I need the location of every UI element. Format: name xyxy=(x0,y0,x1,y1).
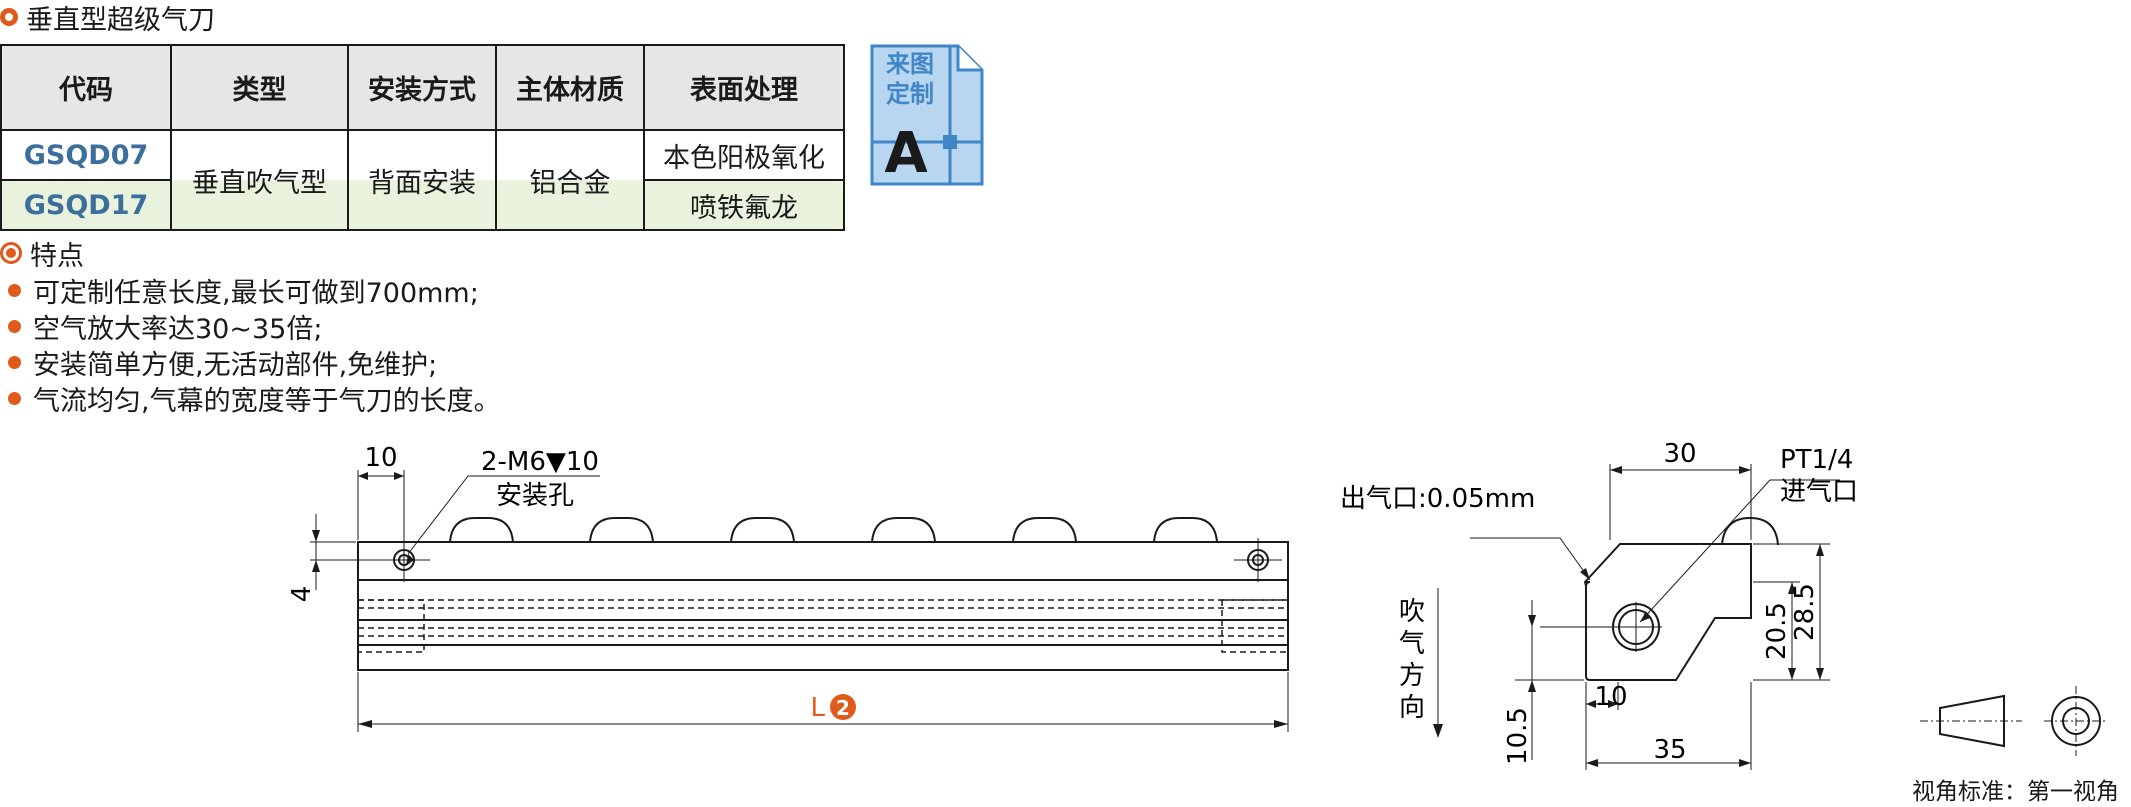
first-angle-projection-icon xyxy=(1920,686,2108,756)
outlet-label: 出气口:0.05mm xyxy=(1340,484,1535,514)
view-standard-note: 视角标准：第一视角 xyxy=(1912,779,2119,805)
hole-callout-line2: 安装孔 xyxy=(496,481,574,511)
dim-left-label: 10.5 xyxy=(1503,707,1533,765)
features-list: 可定制任意长度,最长可做到700mm; 空气放大率达30~35倍; 安装简单方便… xyxy=(0,272,501,417)
section-ring-icon xyxy=(0,8,18,26)
length-marker: 2 xyxy=(836,696,850,720)
code-cell: GSQD17 xyxy=(0,179,172,231)
badge-letter: A xyxy=(884,121,928,186)
list-item: 可定制任意长度,最长可做到700mm; xyxy=(0,272,501,309)
dim-h2-label: 28.5 xyxy=(1790,583,1820,641)
header-code: 代码 xyxy=(0,44,172,131)
dim-h1-label: 20.5 xyxy=(1762,602,1792,660)
bullet-icon xyxy=(8,283,21,297)
header-material: 主体材质 xyxy=(495,44,645,131)
bullet-icon xyxy=(8,391,21,405)
dim-top-label: 30 xyxy=(1663,440,1696,469)
surface-cell: 喷铁氟龙 xyxy=(643,179,845,231)
dim-bottom-label: 35 xyxy=(1653,735,1686,765)
feature-target-icon xyxy=(0,242,22,264)
features-heading-text: 特点 xyxy=(30,240,84,272)
dim-vertical-label: 4 xyxy=(287,586,317,603)
inlet-label-line1: PT1/4 xyxy=(1780,445,1853,475)
front-view-drawing: 10 2-M6▼10 安装孔 4 L 2 xyxy=(287,443,1289,732)
list-item: 空气放大率达30~35倍; xyxy=(0,308,501,345)
length-marker-icon xyxy=(830,694,856,720)
inlet-label-line2: 进气口 xyxy=(1780,477,1858,507)
dim-offset-label: 10 xyxy=(364,443,397,473)
hole-callout-line1: 2-M6▼10 xyxy=(481,447,599,477)
code-cell: GSQD07 xyxy=(0,129,172,181)
table-row: GSQD07 垂直吹气型 背面安装 铝合金 本色阳极氧化 xyxy=(0,129,845,231)
side-view-drawing: 30 PT1/4 进气口 出气口:0.05mm 20.5 28.5 10.5 1… xyxy=(1340,440,1858,770)
badge-line1: 来图 xyxy=(886,50,934,78)
features-heading: 特点 xyxy=(0,236,84,272)
blow-direction-char: 气 xyxy=(1399,629,1425,659)
header-surface: 表面处理 xyxy=(643,44,845,131)
mounting-cell: 背面安装 xyxy=(347,129,497,231)
surface-cell: 本色阳极氧化 xyxy=(643,129,845,181)
section-title: 垂直型超级气刀 xyxy=(0,0,215,36)
bullet-icon xyxy=(8,319,21,333)
blow-direction-char: 向 xyxy=(1399,693,1425,723)
blow-direction-char: 方 xyxy=(1399,661,1425,691)
length-label: L xyxy=(811,693,826,723)
blow-direction-char: 吹 xyxy=(1399,597,1425,627)
spec-table: 代码 类型 安装方式 主体材质 表面处理 GSQD07 垂直吹气型 背面安装 铝… xyxy=(0,44,845,231)
table-row: GSQD17 喷铁氟龙 xyxy=(0,179,845,231)
section-title-text: 垂直型超级气刀 xyxy=(26,4,215,36)
dim-bottom-small-label: 10 xyxy=(1594,682,1627,712)
material-cell: 铝合金 xyxy=(495,129,645,231)
custom-drawing-badge-icon: 来图 定制 A xyxy=(870,44,984,186)
header-mounting: 安装方式 xyxy=(347,44,497,131)
bullet-icon xyxy=(8,355,21,369)
list-item: 气流均匀,气幕的宽度等于气刀的长度。 xyxy=(0,380,501,417)
type-cell: 垂直吹气型 xyxy=(170,129,349,231)
header-type: 类型 xyxy=(170,44,349,131)
badge-line2: 定制 xyxy=(886,80,934,108)
list-item: 安装简单方便,无活动部件,免维护; xyxy=(0,344,501,381)
table-header-row: 代码 类型 安装方式 主体材质 表面处理 xyxy=(0,44,845,131)
